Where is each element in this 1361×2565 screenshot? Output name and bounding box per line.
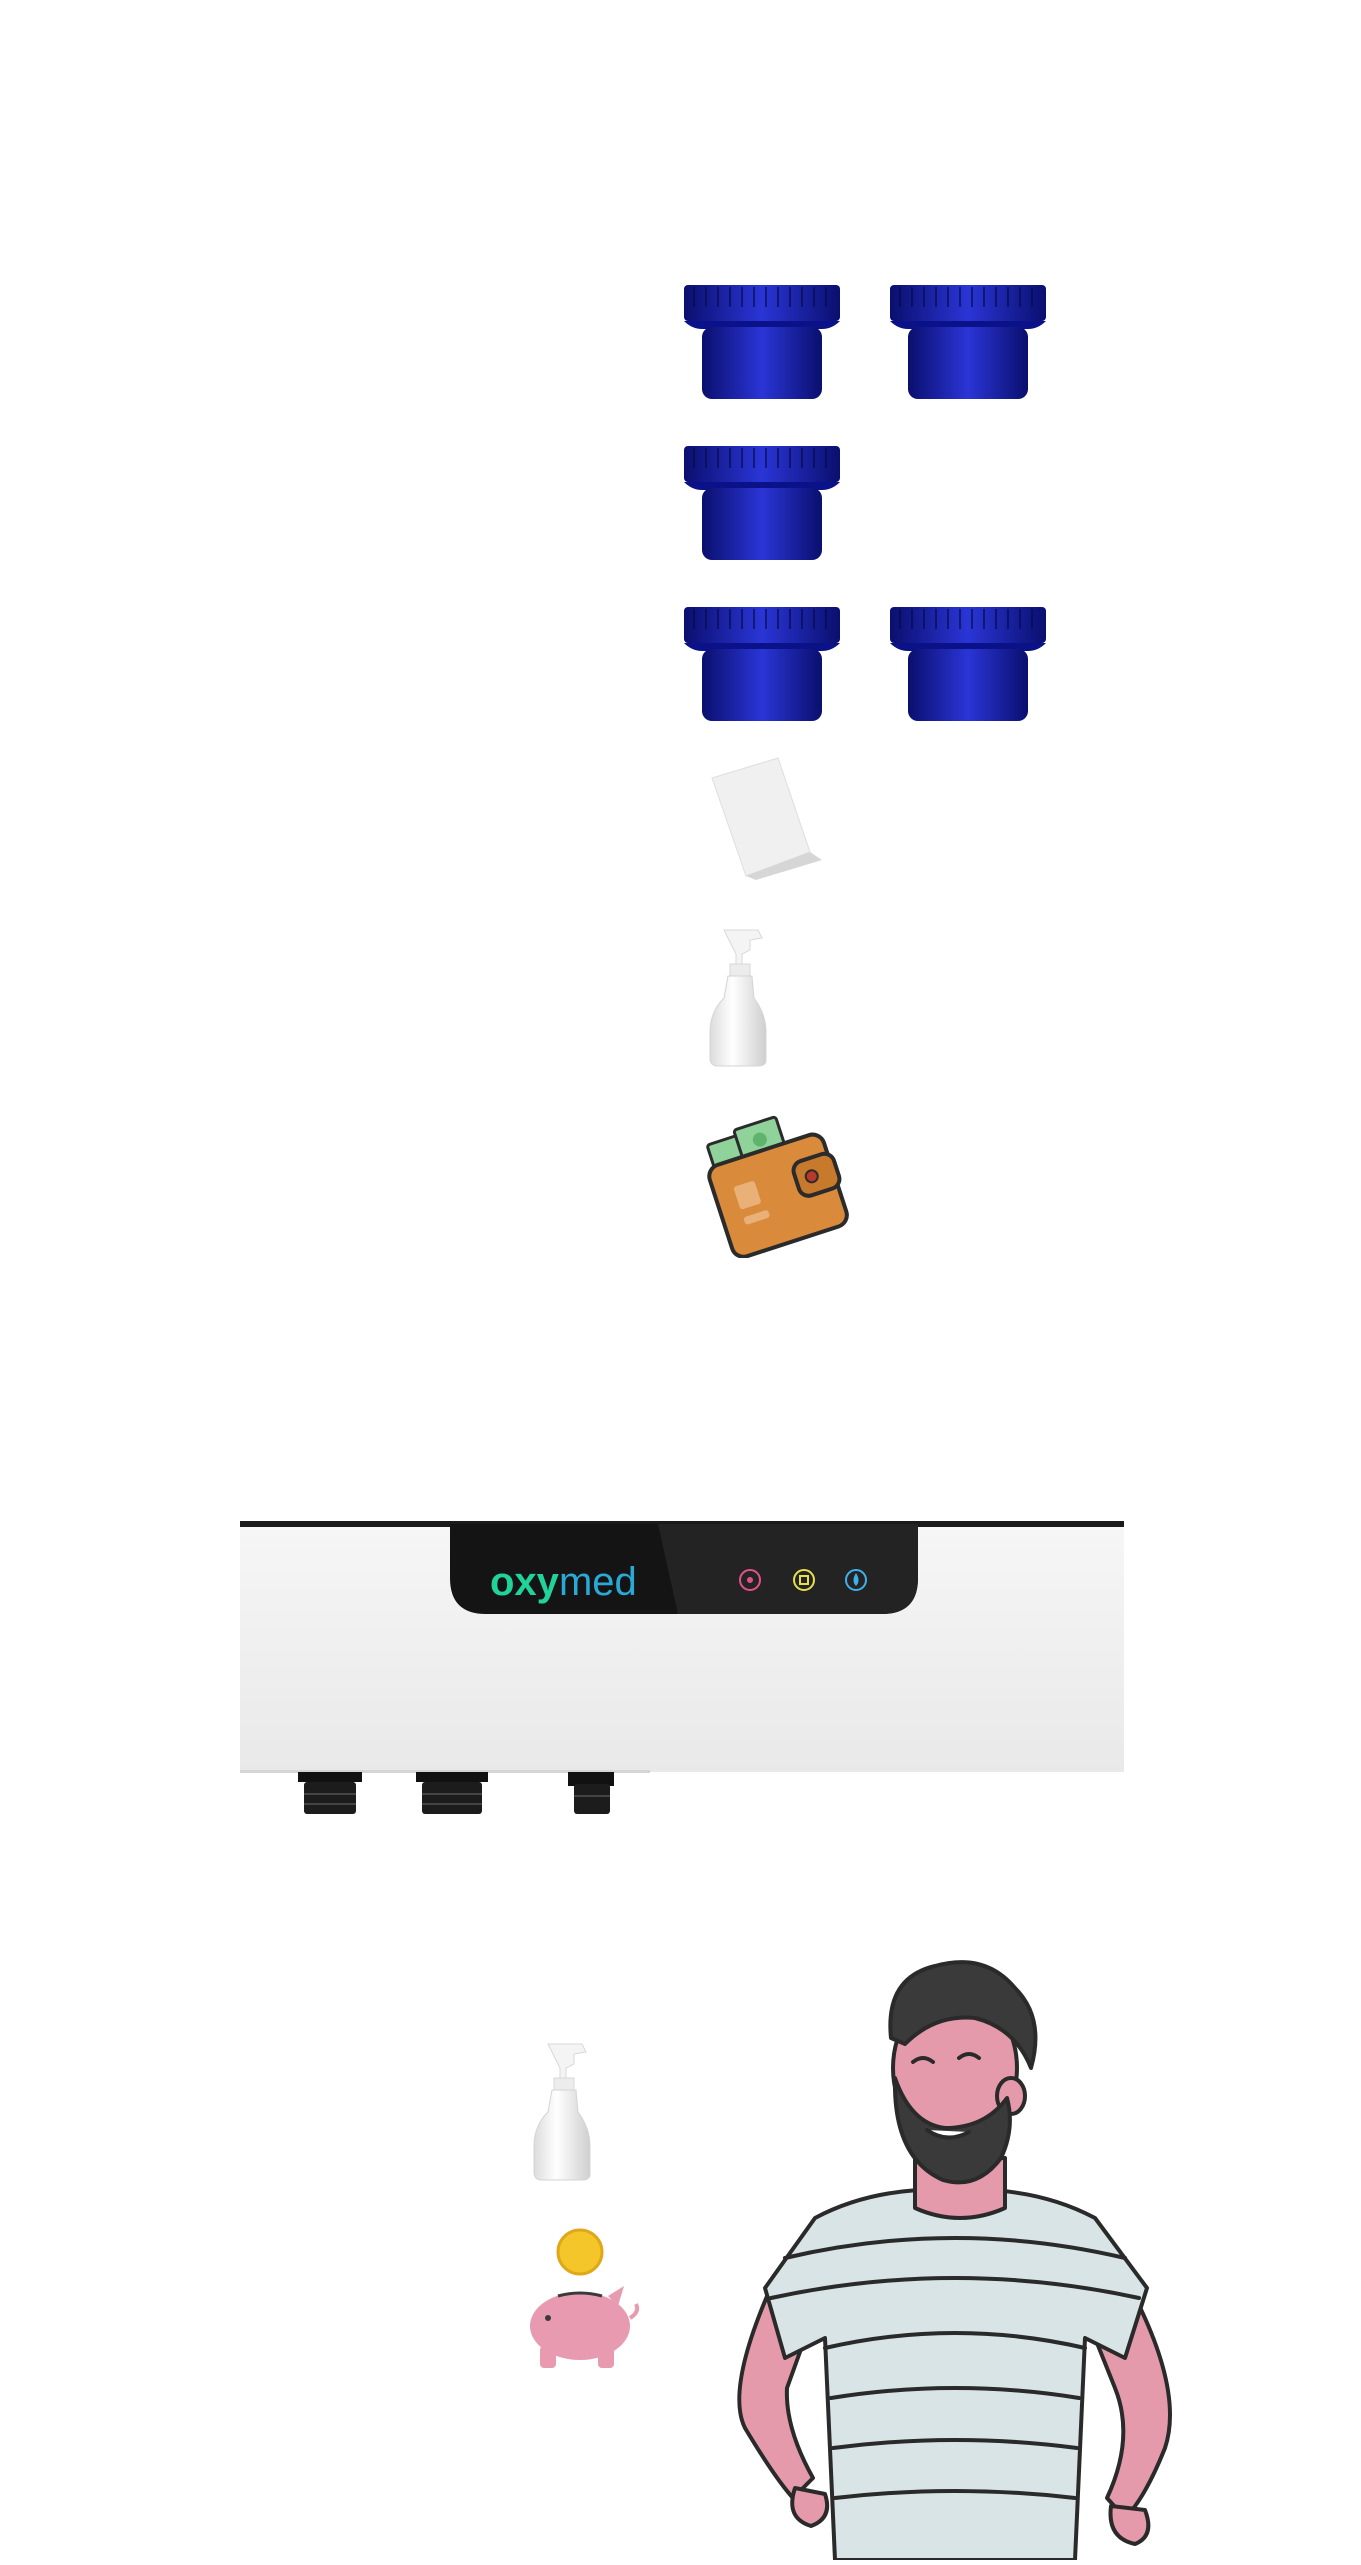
wallet-icon [700, 1108, 850, 1259]
spray-bottle-icon [704, 928, 774, 1068]
filter-cartridge-icon [888, 283, 1048, 403]
filter-cartridge-icon [682, 444, 842, 564]
spray-bottle-icon [528, 2042, 598, 2182]
power-indicator-icon [739, 1569, 761, 1591]
filter-indicator-icon [793, 1569, 815, 1591]
coin-icon [556, 2228, 604, 2276]
manual-card-icon [700, 752, 830, 882]
water-indicator-icon [845, 1569, 867, 1591]
water-connector-icon [416, 1772, 488, 1814]
water-connector-icon [298, 1772, 362, 1814]
filter-cartridge-icon [682, 605, 842, 725]
piggy-bank-icon [518, 2226, 643, 2371]
brand-logo: oxymed [490, 1560, 637, 1604]
water-purifier-device: oxymed [238, 1518, 1126, 1818]
water-connector-icon [568, 1772, 614, 1814]
filter-cartridge-icon [682, 283, 842, 403]
brand-logo-med: med [558, 1560, 637, 1604]
filter-cartridge-icon [888, 605, 1048, 725]
bearded-man-illustration [715, 1958, 1195, 2562]
brand-logo-oxy: oxy [490, 1560, 559, 1604]
